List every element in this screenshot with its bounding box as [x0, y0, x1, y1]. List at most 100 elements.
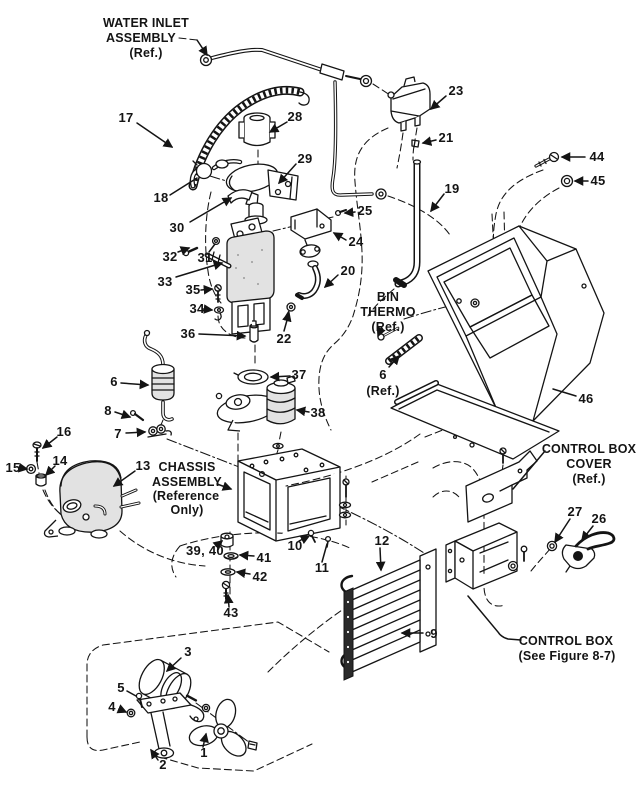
callout-35: 35: [185, 282, 200, 297]
callout-22: 22: [276, 331, 291, 346]
callout-34: 34: [189, 301, 205, 316]
control-box-cover: [465, 447, 538, 523]
callout-45: 45: [590, 173, 605, 188]
nut-27: [546, 540, 558, 552]
callout-43: 43: [223, 605, 238, 620]
callout-15: 15: [5, 460, 20, 475]
callout-numbers: 17 28 18 29 30 23 21 19 44 45 25 24 32 3…: [5, 83, 606, 772]
clamp-7: [147, 424, 172, 438]
label-ref6-line2: (Ref.): [366, 384, 399, 398]
braided-stub-6ref: [385, 334, 423, 365]
callout-46: 46: [578, 391, 593, 406]
label-control-box-line2: (See Figure 8-7): [519, 649, 616, 663]
nut-31: [211, 236, 221, 246]
valve-assembly-29: [211, 159, 299, 207]
label-chassis-line4: Only): [171, 503, 204, 517]
grommet-39-40: [220, 532, 234, 548]
callout-12: 12: [374, 533, 389, 548]
callout-1: 1: [200, 745, 208, 760]
motor-bracket-2: [136, 692, 205, 759]
clip-21: [411, 139, 420, 148]
label-control-box-cover-line3: (Ref.): [572, 472, 605, 486]
water-inlet-valve-23: [387, 76, 431, 132]
fan-nut: [247, 740, 258, 751]
callout-39-40: 39, 40: [186, 543, 224, 558]
callout-44: 44: [589, 149, 605, 164]
coil-ends: [346, 600, 350, 664]
braided-hose-17: [188, 85, 310, 191]
label-chassis-line2: ASSEMBLY: [152, 475, 222, 489]
callout-17: 17: [118, 110, 133, 125]
callout-26: 26: [591, 511, 606, 526]
callout-19: 19: [444, 181, 459, 196]
bin-base-plate: [390, 380, 560, 460]
hose-clamp-18: [192, 160, 213, 180]
callout-37: 37: [291, 367, 306, 382]
callout-27: 27: [567, 504, 582, 519]
callout-6: 6: [110, 374, 118, 389]
callout-18: 18: [153, 190, 168, 205]
callout-36: 36: [180, 326, 195, 341]
reservoir-assembly: [204, 202, 275, 335]
compressor-13: [43, 460, 141, 539]
callout-25: 25: [357, 203, 372, 218]
callout-4: 4: [108, 699, 116, 714]
screw-washer-stack-right: [338, 478, 352, 519]
pin-36: [249, 320, 259, 343]
thermostat-26: [561, 531, 616, 573]
callout-16: 16: [56, 424, 71, 439]
ring-37: [233, 369, 269, 385]
callout-28: 28: [287, 109, 302, 124]
callout-30: 30: [169, 220, 184, 235]
label-water-inlet-line2: ASSEMBLY: [106, 31, 176, 45]
callout-21: 21: [438, 130, 453, 145]
callout-33: 33: [157, 274, 172, 289]
screw-35: [214, 284, 222, 303]
fan-shaft-washer: [201, 703, 211, 713]
callout-31: 31: [197, 250, 212, 265]
screw-10: [307, 529, 316, 543]
nut-45: [560, 174, 574, 188]
callout-2: 2: [159, 757, 167, 772]
screw-44: [534, 151, 560, 168]
callout-10: 10: [287, 538, 302, 553]
label-control-box-cover-line1: CONTROL BOX: [542, 442, 637, 456]
label-water-inlet-line1: WATER INLET: [103, 16, 189, 30]
tube-19: [393, 159, 422, 288]
chassis-box: [237, 442, 341, 542]
bracket-24: [290, 208, 332, 240]
washer-15: [25, 463, 37, 475]
callout-14: 14: [52, 453, 68, 468]
callout-13: 13: [135, 458, 150, 473]
callout-32: 32: [162, 249, 177, 264]
label-chassis-line3: (Reference: [153, 489, 220, 503]
grommet-14: [35, 473, 47, 487]
callout-8: 8: [104, 403, 112, 418]
clip-34: [213, 306, 225, 321]
control-box: [445, 522, 528, 590]
label-ref6-line1: 6: [379, 367, 387, 382]
label-bin-thermo-line1: BIN: [377, 290, 399, 304]
dryer-6: [142, 329, 175, 422]
callout-23: 23: [448, 83, 463, 98]
label-bin-thermo-line2: THERMO: [360, 305, 415, 319]
label-control-box-cover-line2: COVER: [566, 457, 611, 471]
water-inlet-tube: [199, 47, 387, 200]
callout-20: 20: [340, 263, 355, 278]
washer-41: [223, 552, 239, 560]
callout-41: 41: [256, 550, 271, 565]
callout-3: 3: [184, 644, 192, 659]
ring-22: [283, 302, 296, 320]
label-bin-thermo-line3: (Ref.): [371, 320, 404, 334]
screw-16: [32, 441, 42, 462]
condenser-9: [340, 548, 437, 681]
pump-assembly-38: [215, 375, 296, 432]
callout-7: 7: [114, 426, 122, 441]
callout-9: 9: [430, 626, 438, 641]
screw-8: [129, 409, 145, 422]
callout-11: 11: [315, 560, 329, 575]
washer-42: [220, 568, 236, 576]
callout-29: 29: [297, 151, 312, 166]
